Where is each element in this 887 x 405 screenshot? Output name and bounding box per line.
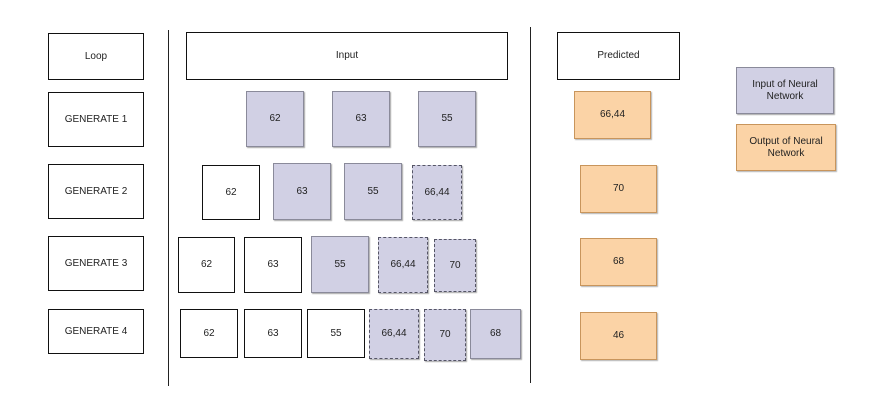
left-separator-line: [168, 30, 169, 386]
input-cell: 66,44: [378, 237, 428, 293]
predicted-value: 70: [580, 165, 657, 213]
input-cell: 62: [202, 165, 260, 220]
predicted-header: Predicted: [557, 32, 680, 80]
loop-label-generate-1: GENERATE 1: [48, 92, 144, 147]
input-cell: 62: [180, 309, 238, 358]
right-separator-line: [530, 27, 531, 383]
input-cell: 55: [418, 91, 476, 147]
predicted-value: 68: [580, 238, 657, 286]
predicted-value: 66,44: [574, 91, 651, 139]
input-cell: 63: [273, 163, 331, 220]
input-cell: 62: [178, 237, 235, 293]
input-cell: 66,44: [369, 309, 419, 359]
input-cell: 63: [244, 237, 302, 293]
input-cell: 63: [332, 91, 390, 147]
input-cell: 66,44: [412, 165, 462, 220]
input-cell: 63: [244, 309, 302, 358]
loop-header: Loop: [48, 33, 144, 80]
legend-output-swatch: Output of Neural Network: [736, 124, 836, 171]
loop-label-generate-2: GENERATE 2: [48, 164, 144, 219]
input-cell: 62: [246, 91, 304, 147]
input-cell: 55: [307, 309, 365, 358]
input-cell: 70: [434, 239, 476, 292]
predicted-value: 46: [580, 312, 657, 360]
input-header: Input: [186, 32, 508, 80]
loop-label-generate-3: GENERATE 3: [48, 236, 144, 291]
loop-label-generate-4: GENERATE 4: [48, 309, 144, 354]
input-cell: 68: [470, 309, 521, 359]
input-cell: 55: [311, 236, 369, 293]
input-cell: 70: [424, 309, 466, 361]
input-cell: 55: [344, 163, 402, 220]
legend-input-swatch: Input of Neural Network: [736, 67, 834, 114]
